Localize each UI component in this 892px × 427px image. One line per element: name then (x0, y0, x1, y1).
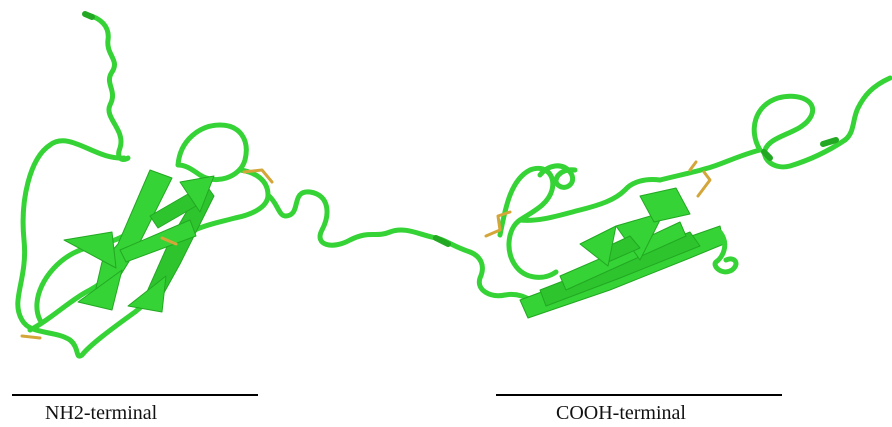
cooh-upper-right-coil (657, 147, 763, 183)
nh2-terminal-underline (12, 394, 258, 396)
cooh-left-loop (467, 249, 543, 308)
nh2-beta-strand-3 (119, 219, 197, 263)
cooh-terminal-domain (467, 75, 892, 319)
cooh-top-coil (537, 163, 578, 190)
cooh-disulfide-1 (484, 210, 512, 238)
cooh-beta-strand-5 (639, 187, 691, 223)
nh2-beta-strand-4-head (179, 175, 215, 213)
cooh-dark-segment-2 (761, 149, 773, 161)
nh2-right-coil (192, 167, 271, 233)
nh2-beta-strand-2-head (127, 275, 167, 313)
cooh-dark-segment (820, 137, 839, 147)
cooh-terminal-label: COOH-terminal (556, 402, 686, 424)
interdomain-linker (265, 189, 473, 255)
nh2-beta-strand-1-head (77, 269, 123, 311)
nh2-disulfide-1 (242, 168, 274, 184)
n-terminal-tail (85, 12, 131, 162)
nh2-terminal-label: NH2-terminal (45, 402, 158, 424)
cooh-beta-strand-4-head (579, 225, 617, 267)
linker-dark-segment (433, 235, 451, 247)
c-terminal-tail (842, 75, 892, 143)
cooh-terminal-underline (496, 394, 782, 396)
nh2-top-loop (175, 122, 249, 182)
nh2-disulfide-2 (160, 236, 178, 246)
nh2-terminal-domain (15, 11, 274, 359)
n-terminal-tip (82, 11, 95, 20)
nh2-outer-loop (15, 138, 127, 359)
cooh-right-loop (712, 229, 739, 275)
cooh-inner-loop (497, 165, 559, 280)
cooh-mid-loop (517, 177, 663, 223)
nh2-disulfide-3 (20, 334, 42, 340)
cooh-disulfide-3 (688, 160, 698, 172)
nh2-beta-strand-3-head (63, 231, 117, 269)
cooh-upper-loop (751, 93, 848, 170)
cooh-disulfide-2 (696, 170, 712, 198)
